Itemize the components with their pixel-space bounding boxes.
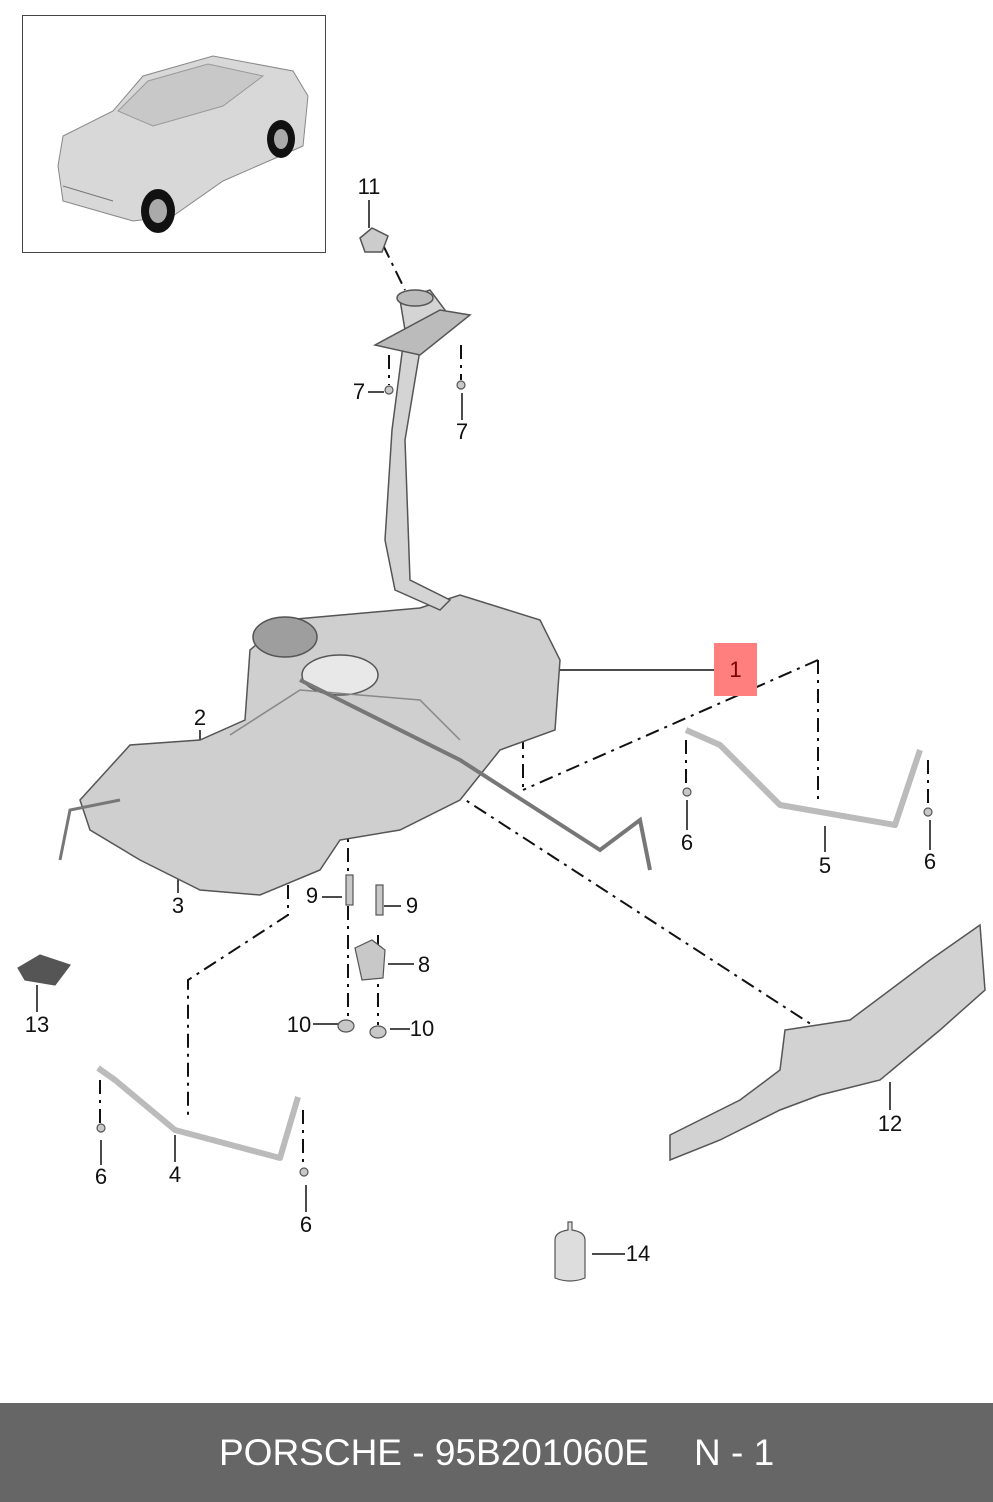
callout-13: 13 <box>24 1012 50 1037</box>
part-number: PORSCHE - 95B201060E <box>219 1431 649 1473</box>
callout-3: 3 <box>171 893 185 918</box>
vehicle-thumbnail <box>22 15 326 253</box>
callout-12: 12 <box>877 1111 903 1136</box>
tank-straps <box>96 727 923 1161</box>
heat-shield <box>669 923 986 1162</box>
page-indicator: N - 1 <box>694 1431 775 1473</box>
callout-9: 9 <box>305 883 319 908</box>
callout-7: 7 <box>352 379 366 404</box>
filler-neck <box>359 227 472 611</box>
callout-1-highlighted: 1 <box>714 643 757 696</box>
callout-6: 6 <box>923 849 937 874</box>
callout-2: 2 <box>193 705 207 730</box>
callout-6: 6 <box>94 1164 108 1189</box>
fuel-tank <box>58 594 652 896</box>
callout-7: 7 <box>455 419 469 444</box>
fuel-tank-exploded-diagram <box>17 200 986 1282</box>
car-illustration <box>57 55 309 233</box>
callout-label: 1 <box>729 656 742 682</box>
callout-9: 9 <box>405 893 419 918</box>
footer-bar: PORSCHE - 95B201060E N - 1 <box>0 1403 993 1502</box>
callout-8: 8 <box>417 952 431 977</box>
callout-5: 5 <box>818 853 832 878</box>
callout-6: 6 <box>680 830 694 855</box>
callout-6: 6 <box>299 1212 313 1237</box>
callout-10: 10 <box>286 1012 312 1037</box>
callout-4: 4 <box>168 1162 182 1187</box>
callout-11: 11 <box>357 174 381 199</box>
small-parts <box>17 380 933 1282</box>
callout-14: 14 <box>625 1241 651 1266</box>
callout-10: 10 <box>409 1016 435 1041</box>
